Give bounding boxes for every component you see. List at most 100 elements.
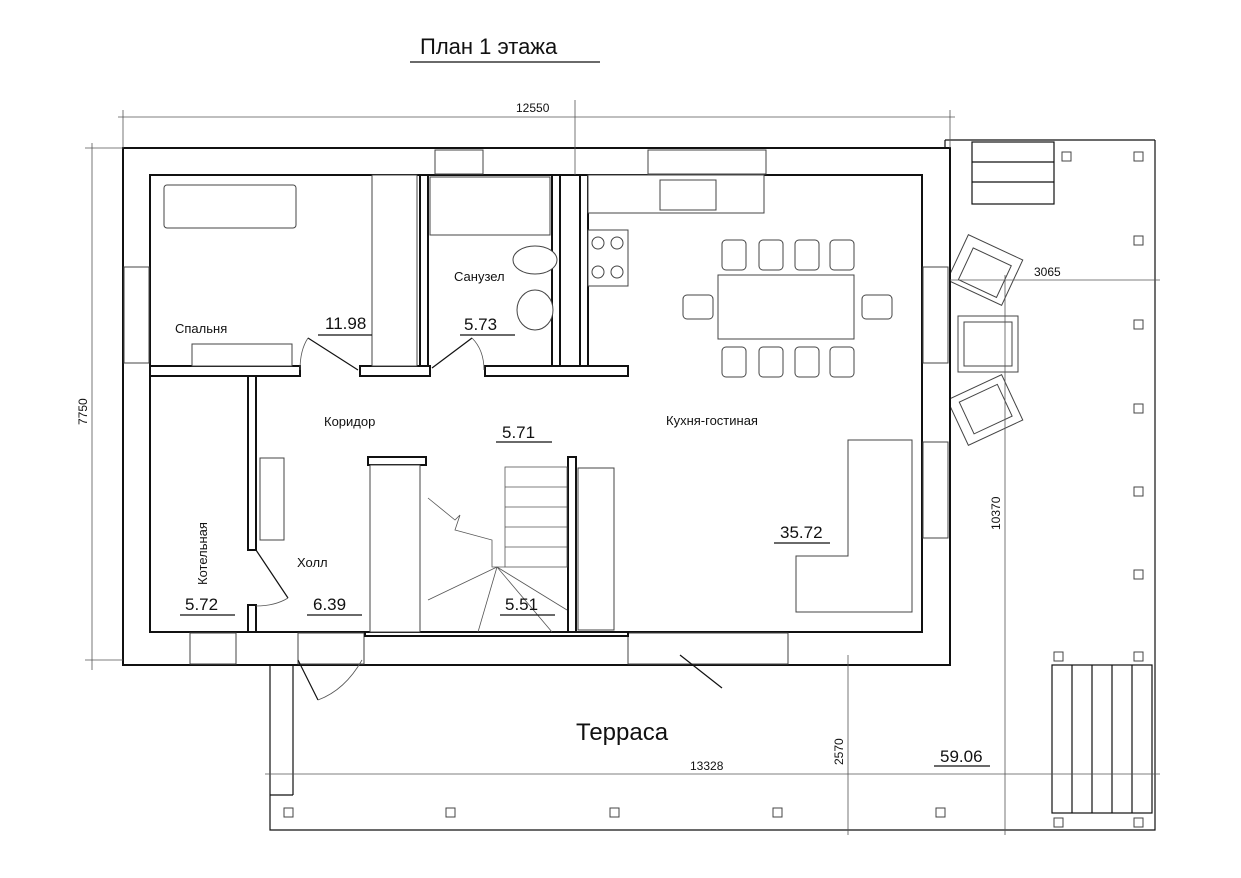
room-label-hall: Холл bbox=[297, 555, 328, 570]
terrace-columns-part bbox=[1133, 486, 1144, 497]
sofa bbox=[795, 439, 913, 613]
furniture bbox=[163, 174, 913, 633]
area-boiler: 5.72 bbox=[185, 595, 218, 614]
chairs-part bbox=[682, 294, 714, 320]
terrace-columns bbox=[283, 151, 1144, 828]
chairs-part bbox=[829, 346, 855, 378]
chairs bbox=[682, 239, 893, 378]
room-label-bedroom: Спальня bbox=[175, 321, 227, 336]
interior-walls-part bbox=[149, 365, 301, 377]
terrace-armchair-part bbox=[957, 247, 1012, 299]
staircase-part bbox=[496, 566, 553, 633]
terrace-table-part bbox=[963, 321, 1013, 367]
chairs-part bbox=[721, 239, 747, 271]
interior-walls-part bbox=[367, 456, 427, 466]
terrace-columns-part bbox=[1133, 651, 1144, 662]
toilet bbox=[512, 245, 558, 275]
staircase-part bbox=[427, 566, 498, 601]
hall-cabinet bbox=[259, 457, 285, 541]
area-bathroom: 5.73 bbox=[464, 315, 497, 334]
interior-walls-part bbox=[247, 375, 257, 551]
bed bbox=[163, 184, 297, 229]
terrace-columns-part bbox=[772, 807, 783, 818]
staircase bbox=[427, 466, 568, 633]
staircase-part bbox=[427, 497, 505, 568]
interior-walls-part bbox=[299, 337, 309, 371]
room-label-bathroom: Санузел bbox=[454, 269, 505, 284]
staircase-part bbox=[504, 466, 568, 568]
terrace-columns-part bbox=[1133, 817, 1144, 828]
terrace bbox=[269, 139, 1156, 831]
outer-walls-part bbox=[679, 654, 723, 689]
terrace-columns-part bbox=[1053, 651, 1064, 662]
terrace-steps-top-part bbox=[971, 141, 1055, 205]
hall-wardrobe bbox=[369, 464, 421, 633]
terrace-part bbox=[269, 280, 1156, 831]
interior-walls-part bbox=[471, 337, 485, 371]
outer-walls-part bbox=[317, 659, 363, 701]
area-kitchen: 35.72 bbox=[780, 523, 823, 542]
area-bedroom: 11.98 bbox=[325, 314, 366, 333]
dim-width-top: 12550 bbox=[516, 101, 550, 115]
room-label-corridor: Коридор bbox=[324, 414, 375, 429]
window bbox=[189, 632, 237, 665]
terrace-columns-part bbox=[445, 807, 456, 818]
chairs-part bbox=[721, 346, 747, 378]
terrace-columns-part bbox=[1061, 151, 1072, 162]
outer-walls-part bbox=[297, 659, 319, 701]
dining-table bbox=[717, 274, 855, 340]
sink bbox=[516, 289, 554, 331]
chairs-part bbox=[829, 239, 855, 271]
area-hall: 6.39 bbox=[313, 595, 346, 614]
chairs-part bbox=[758, 346, 784, 378]
terrace-columns-part bbox=[609, 807, 620, 818]
window bbox=[123, 266, 150, 364]
staircase-part bbox=[477, 566, 498, 633]
terrace-steps-bottom bbox=[1051, 664, 1153, 814]
terrace-armchair bbox=[946, 233, 1024, 307]
window bbox=[647, 149, 767, 175]
chairs-part bbox=[794, 346, 820, 378]
chairs-part bbox=[861, 294, 893, 320]
bathtub bbox=[429, 176, 551, 236]
dresser bbox=[191, 343, 293, 367]
interior-walls-part bbox=[307, 337, 359, 371]
interior-walls-part bbox=[567, 456, 577, 633]
dim-height-left: 7750 bbox=[76, 398, 90, 425]
room-label-terrace: Терраса bbox=[576, 719, 669, 746]
area-stairs: 5.51 bbox=[505, 595, 538, 614]
terrace-table bbox=[957, 315, 1019, 373]
furniture-part bbox=[610, 265, 624, 279]
kitchen-sink bbox=[659, 179, 717, 211]
entrance-door-opening bbox=[297, 632, 365, 665]
interior-walls-part bbox=[364, 631, 629, 637]
furniture-part bbox=[591, 265, 605, 279]
terrace-columns-part bbox=[1133, 235, 1144, 246]
terrace-columns-part bbox=[1053, 817, 1064, 828]
dim-terrace-depth: 2570 bbox=[832, 738, 846, 765]
terrace-columns-part bbox=[1133, 403, 1144, 414]
room-label-kitchen: Кухня-гостиная bbox=[666, 413, 758, 428]
furniture-part bbox=[610, 236, 624, 250]
interior-walls-part bbox=[579, 174, 589, 367]
terrace-columns-part bbox=[1133, 319, 1144, 330]
interior-walls-part bbox=[255, 597, 289, 607]
wardrobe bbox=[371, 174, 418, 367]
room-label-boiler: Котельная bbox=[195, 522, 210, 585]
dim-terrace-right: 10370 bbox=[989, 496, 1003, 530]
interior-walls-part bbox=[247, 604, 257, 633]
plan-title: План 1 этажа bbox=[420, 34, 558, 59]
dim-terrace-side: 3065 bbox=[1034, 265, 1061, 279]
area-corridor: 5.71 bbox=[502, 423, 535, 442]
terrace-columns-part bbox=[935, 807, 946, 818]
window bbox=[922, 266, 949, 364]
interior-walls-part bbox=[419, 174, 429, 367]
furniture-part bbox=[591, 236, 605, 250]
terrace-armchair bbox=[946, 373, 1024, 447]
interior-walls-part bbox=[359, 365, 431, 377]
window bbox=[922, 441, 949, 539]
interior-walls-part bbox=[255, 549, 289, 599]
area-terrace: 59.06 bbox=[940, 747, 983, 766]
terrace-columns-part bbox=[1133, 569, 1144, 580]
interior-walls-part bbox=[484, 365, 629, 377]
